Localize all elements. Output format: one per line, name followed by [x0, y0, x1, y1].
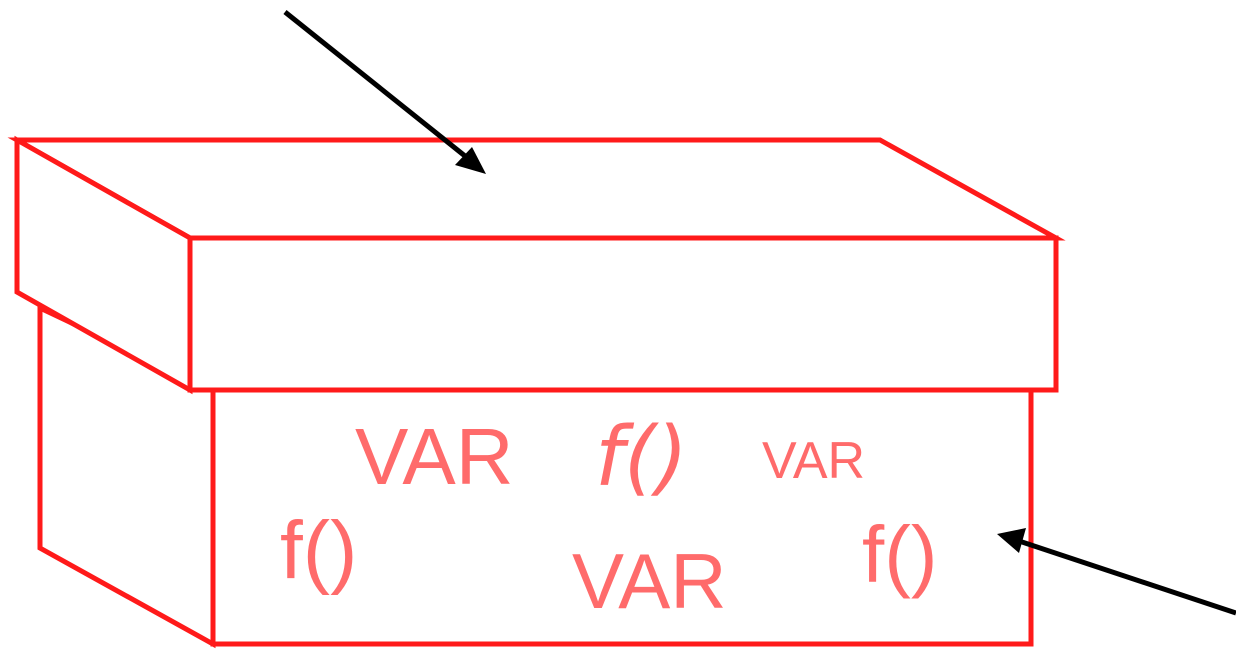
label-func-italic: f(): [595, 410, 688, 505]
lid-front-face: [187, 235, 1059, 393]
lid-top-face: [7, 137, 1066, 241]
label-var-small: VAR: [762, 432, 865, 490]
arrow-pointing-to-box-body-icon: [997, 528, 1236, 616]
label-func-1: f(): [280, 505, 357, 596]
label-func-2: f(): [862, 510, 938, 599]
label-var-2: VAR: [572, 537, 727, 625]
arrow-pointing-to-lid-icon: [283, 10, 486, 174]
label-var-1: VAR: [355, 412, 514, 501]
